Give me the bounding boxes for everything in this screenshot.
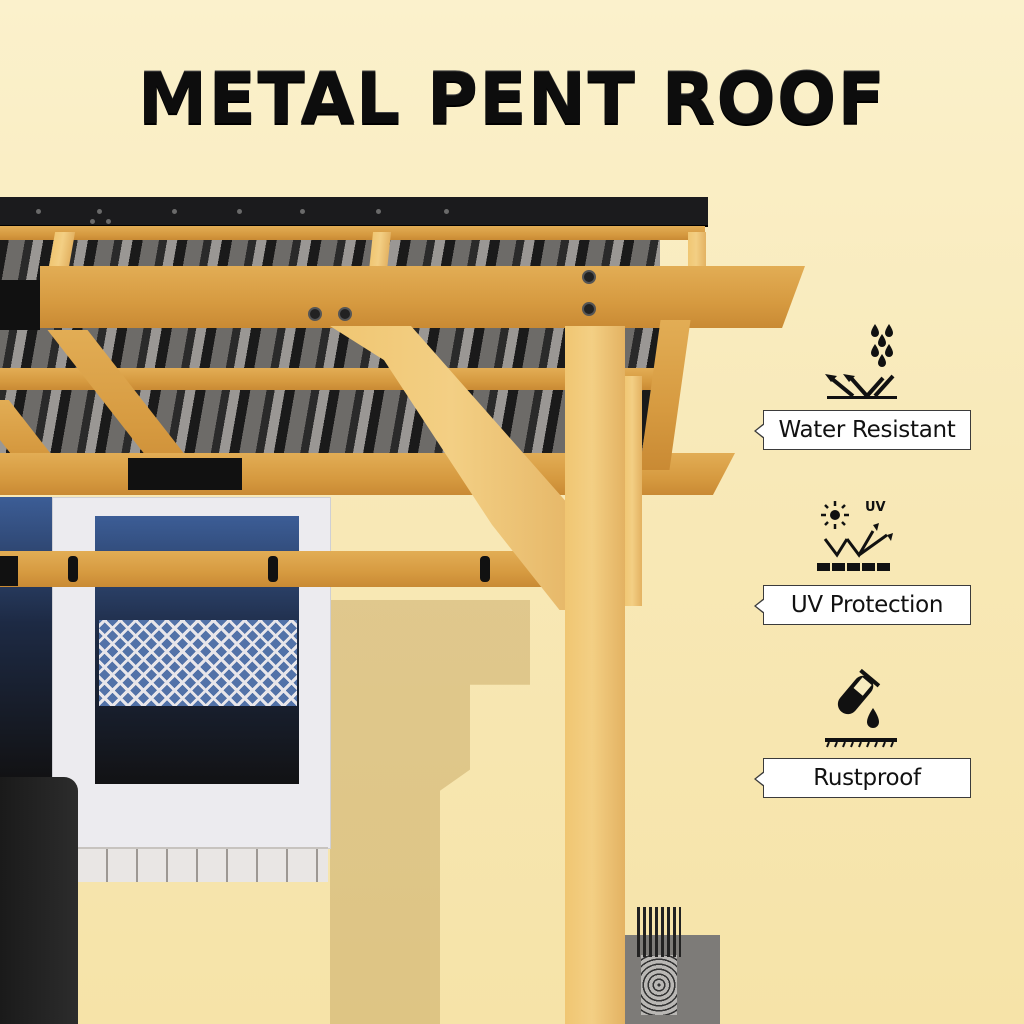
post-side [624, 376, 642, 606]
utensil-holder [641, 955, 677, 1015]
feature-label: Rustproof [754, 758, 971, 798]
page-title: METAL PENT ROOF [137, 58, 887, 140]
svg-text:UV: UV [865, 500, 886, 515]
hanger-bracket [480, 556, 490, 582]
feature-label: Water Resistant [754, 410, 971, 450]
hanger-bracket [268, 556, 278, 582]
window [52, 497, 331, 849]
forks [637, 907, 681, 957]
window-sill [78, 847, 328, 882]
metal-bracket [0, 280, 40, 330]
hanger-bracket [68, 556, 78, 582]
metal-bracket [0, 556, 18, 586]
utensil-cart [625, 907, 720, 1024]
test-tube-drip-icon [825, 668, 897, 748]
metal-roof-edge [0, 197, 708, 227]
feature-label: UV Protection [754, 585, 971, 625]
window-left-glass [0, 497, 52, 777]
purlin-beam [0, 368, 660, 390]
cross-beam [0, 551, 600, 587]
uv-sun-reflect-icon: UV [817, 500, 893, 571]
wooden-post [565, 326, 625, 1024]
lattice-reflection [99, 620, 297, 706]
bbq-grill [0, 777, 78, 1024]
water-drops-deflect-icon [825, 324, 897, 399]
top-rail-beam [0, 226, 705, 240]
main-beam [40, 266, 805, 328]
metal-bracket [128, 458, 242, 490]
